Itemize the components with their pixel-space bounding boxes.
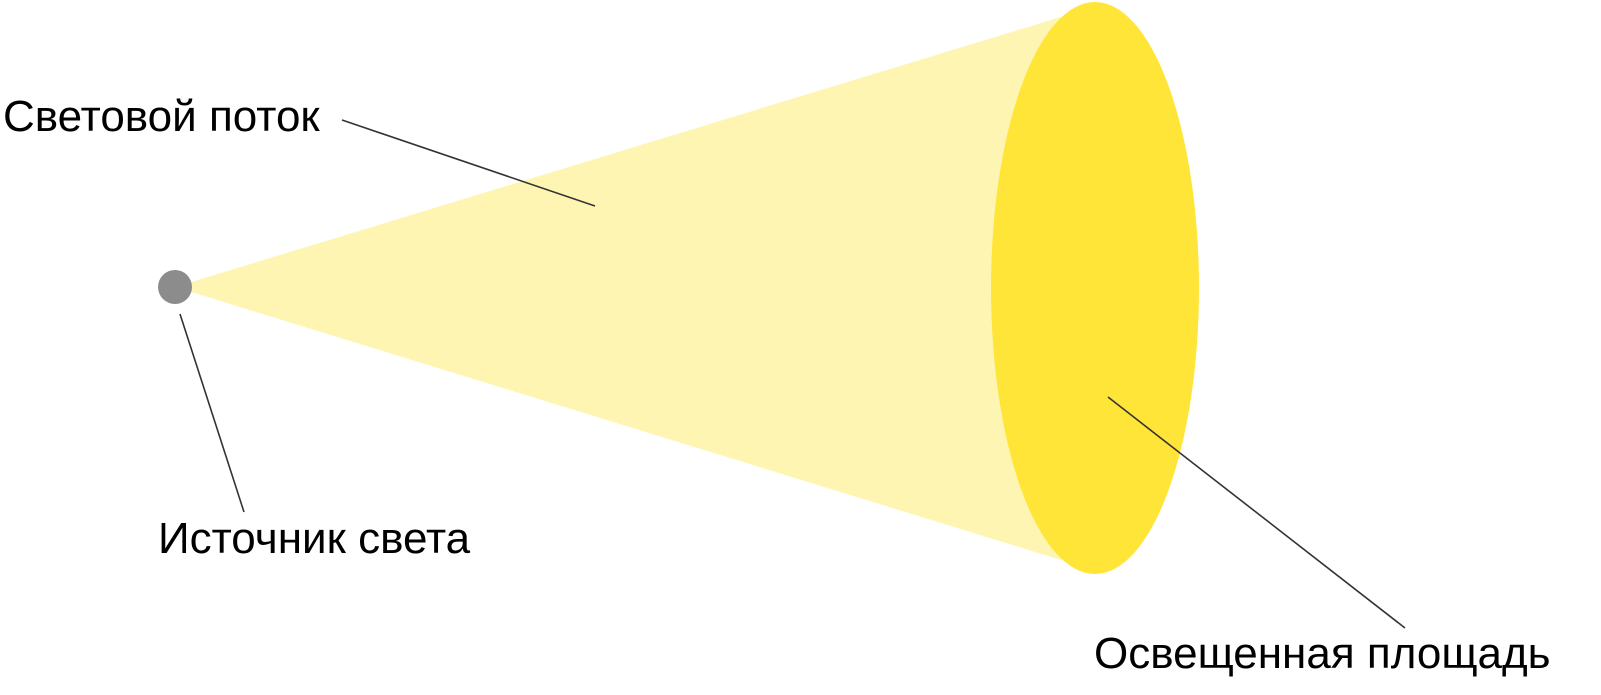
illuminated-area-leader-line: [1107, 396, 1406, 629]
light-cone: [175, 5, 1100, 572]
light-source-dot: [158, 270, 192, 304]
luminous-flux-leader-line: [341, 119, 596, 207]
light-source-label: Источник света: [158, 514, 471, 563]
light-source-leader-line: [179, 313, 245, 513]
illuminated-area-label: Освещенная площадь: [1094, 629, 1551, 678]
luminous-flux-label: Световой поток: [3, 92, 320, 141]
illuminated-area-ellipse: [991, 2, 1199, 574]
